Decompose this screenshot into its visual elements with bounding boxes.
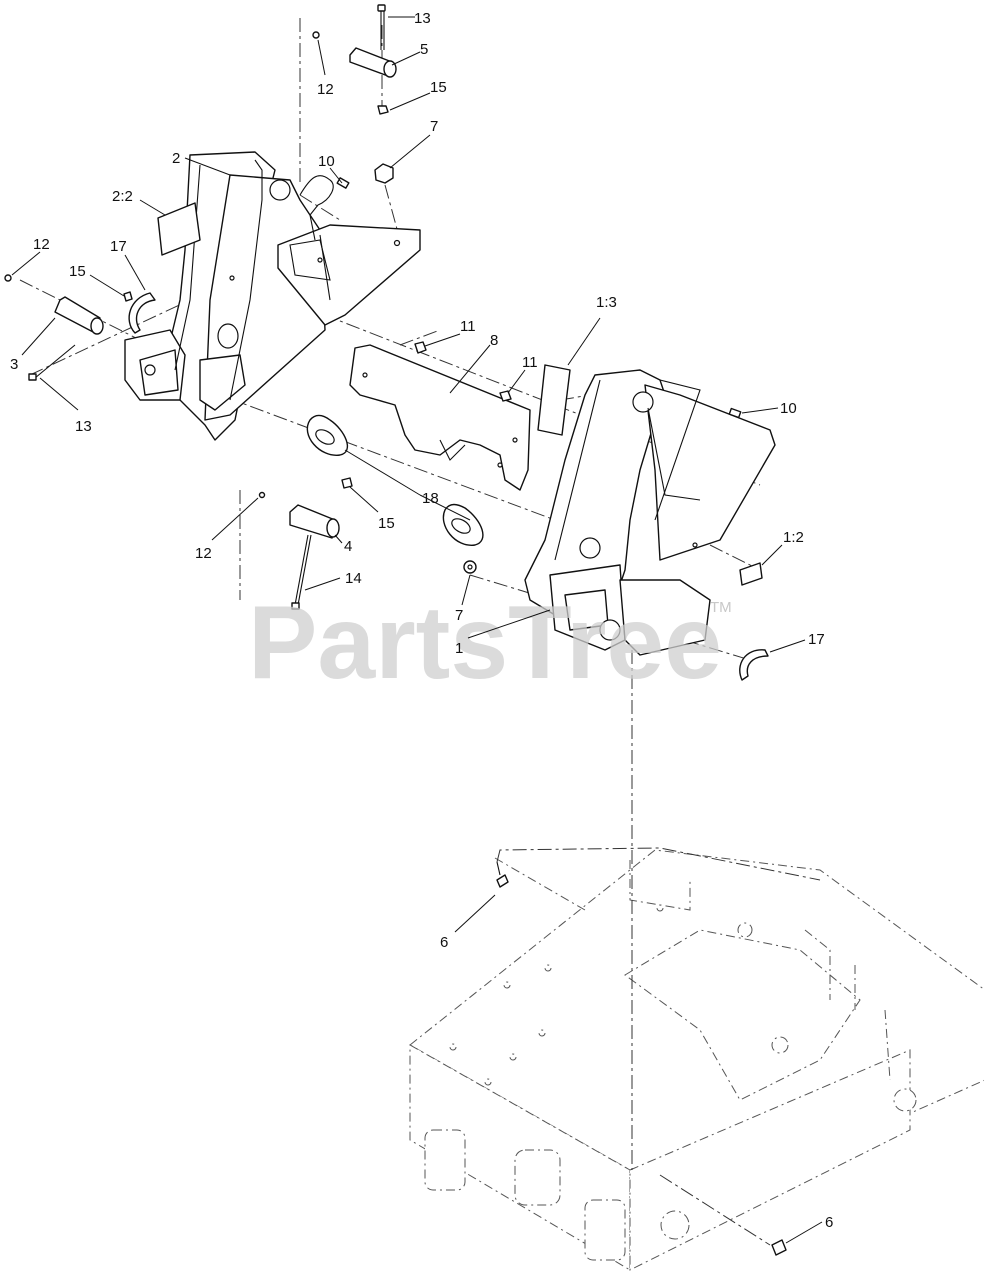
callout-7-top: 7: [430, 118, 438, 135]
callout-10-left: 10: [318, 153, 335, 170]
callout-2: 2: [172, 150, 180, 167]
watermark-trademark: TM: [710, 599, 732, 616]
leader-lines: [11, 16, 823, 1244]
callout-1: 1: [455, 640, 463, 657]
callout-1-2: 1:2: [783, 529, 804, 546]
left-upright-bracket: [124, 151, 326, 441]
callout-18: 18: [422, 490, 439, 507]
callout-17-right: 17: [808, 631, 825, 648]
callout-17-left: 17: [110, 238, 127, 255]
decal-1-3: [537, 364, 571, 436]
callout-11-a: 11: [460, 318, 476, 335]
chassis-phantom: [409, 847, 984, 1271]
callout-1-3: 1:3: [596, 294, 617, 311]
cross-bracket: [349, 344, 531, 491]
decal-1-2: [739, 562, 763, 586]
callout-12-left: 12: [33, 236, 50, 253]
callout-6-top: 6: [440, 934, 448, 951]
clip-10-top: [299, 175, 334, 241]
callout-8: 8: [490, 332, 498, 349]
callout-14: 14: [345, 570, 362, 587]
callout-13-left: 13: [75, 418, 92, 435]
watermark-text: PartsTree: [248, 585, 722, 701]
callout-6-bottom: 6: [825, 1214, 833, 1231]
callout-2-2: 2:2: [112, 188, 133, 205]
decal-2-2: [157, 202, 201, 256]
right-upright-bracket: [524, 369, 776, 656]
upper-mounting-plate: [277, 224, 421, 326]
callout-12-mid: 12: [195, 545, 212, 562]
callout-13-top: 13: [414, 10, 431, 27]
callout-5: 5: [420, 41, 428, 58]
hardware: [4, 4, 787, 1256]
callout-12-top: 12: [317, 81, 334, 98]
callout-11-b: 11: [522, 354, 538, 371]
callout-labels: 13 5 12 15 7 10 2 2:2 12 17 15 3 13 11 8…: [10, 10, 833, 1231]
callout-10-right: 10: [780, 400, 797, 417]
callout-15-mid: 15: [378, 515, 395, 532]
callout-4: 4: [344, 538, 352, 555]
callout-15-left: 15: [69, 263, 86, 280]
callout-15-top: 15: [430, 79, 447, 96]
callout-7-mid: 7: [455, 607, 463, 624]
callout-3: 3: [10, 356, 18, 373]
